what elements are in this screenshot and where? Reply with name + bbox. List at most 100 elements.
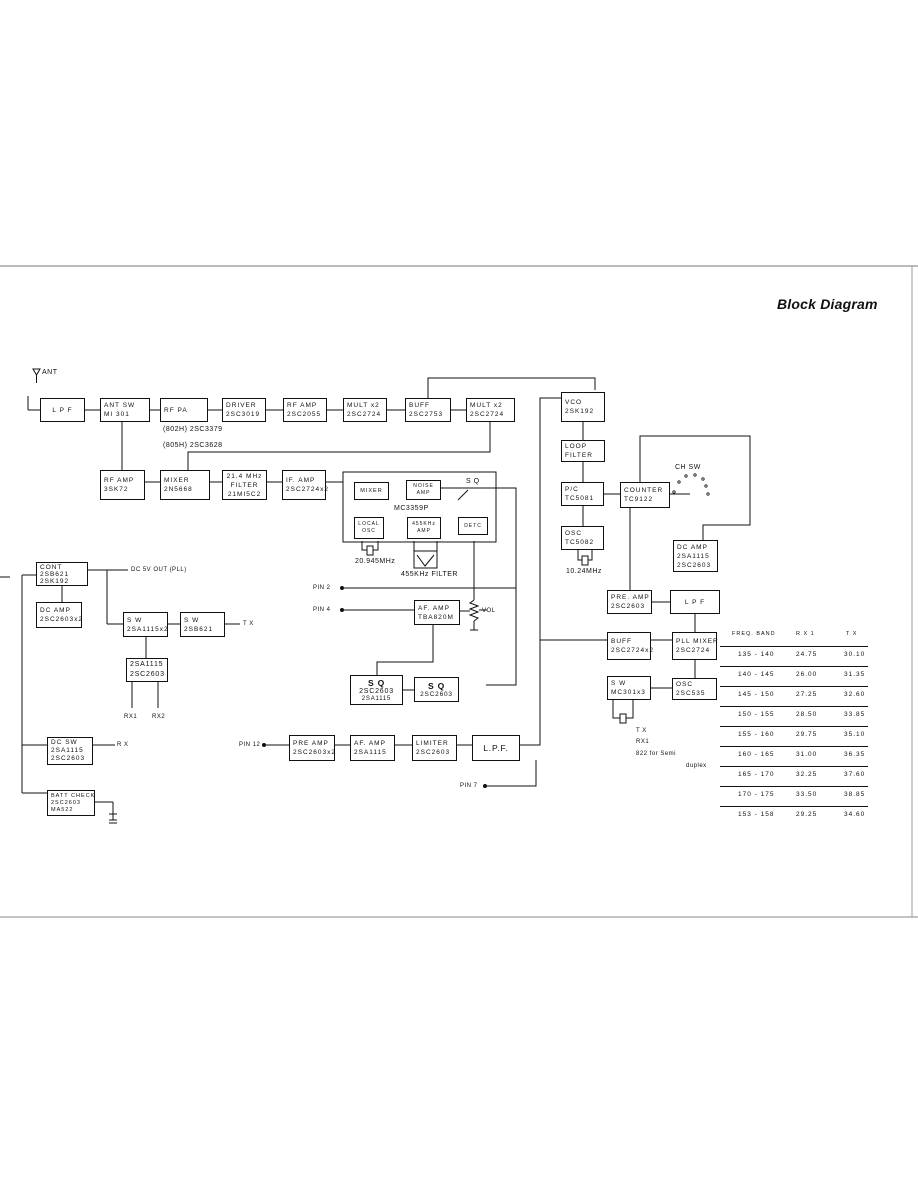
lpf-right-line-1: L P F xyxy=(684,598,706,606)
ic-part-label: MC3359P xyxy=(394,505,429,512)
table-cell-rx: 31.00 xyxy=(796,751,818,758)
if-amp-line-2: 2SC2724x2 xyxy=(286,486,329,493)
cont-line-2: 2SB621 xyxy=(40,570,70,578)
table-cell-tx: 38.85 xyxy=(844,791,866,798)
dc-amp-left-line-2: 2SC2603x2 xyxy=(40,616,83,623)
rx-note-label: RX1 xyxy=(636,739,650,745)
table-cell-tx: 34.60 xyxy=(844,811,866,818)
sw-right-line-1: S W xyxy=(611,680,627,687)
sq-label-top: S Q xyxy=(466,478,480,485)
buff-right-block: BUFF 2SC2724x2 xyxy=(607,632,654,660)
semi-duplex-label-1: 822 for Semi xyxy=(636,751,677,757)
mult1-line-1: MULT x2 xyxy=(347,402,380,409)
ic-mixer-block: MIXER xyxy=(354,482,389,500)
table-cell-tx: 31.35 xyxy=(844,671,866,678)
pin4-label: PIN 4 xyxy=(313,607,331,613)
sa-pair-line-1: 2SA1115 xyxy=(130,661,164,668)
mult1-block: MULT x2 2SC2724 xyxy=(343,398,387,422)
lpf-ant-block: L P F xyxy=(40,398,85,422)
local-osc-line-2: OSC xyxy=(362,528,376,534)
xtal-20945-label: 20.945MHz xyxy=(355,558,396,565)
loop-filter-line-2: FILTER xyxy=(565,452,593,459)
ant-sw-line-1: ANT SW xyxy=(104,402,136,409)
sw2-line-2: 2SB621 xyxy=(184,625,214,633)
table-row: 170 - 175 33.50 38.85 xyxy=(720,787,870,807)
tx-note-label: T X xyxy=(636,728,647,734)
noise-amp-line-1: NOISE xyxy=(413,483,434,489)
ic-mixer-line-1: MIXER xyxy=(360,487,383,494)
dc-amp-right-line-1: DC AMP xyxy=(677,543,708,551)
sa-pair-line-2: 2SC2603 xyxy=(130,671,165,678)
rx2-label: RX2 xyxy=(152,714,166,720)
pre-amp-right-line-2: 2SC2603 xyxy=(611,603,646,610)
dc5v-out-label: DC 5V OUT (PLL) xyxy=(131,567,187,573)
mult2-line-2: 2SC2724 xyxy=(470,411,505,418)
header-rx1: R X 1 xyxy=(796,631,815,637)
khz-amp-line-1: 455KHz xyxy=(412,521,436,527)
osc-right-line-2: 2SC535 xyxy=(676,690,706,697)
lpf-right-block: L P F xyxy=(670,590,720,614)
table-cell-tx: 30.10 xyxy=(844,651,866,658)
driver-line-1: DRIVER xyxy=(226,402,257,409)
semi-duplex-label-2: duplex xyxy=(686,763,707,769)
table-cell-rx: 32.25 xyxy=(796,771,818,778)
detc-block: DETC xyxy=(458,517,488,535)
table-row: 145 - 150 27.25 32.60 xyxy=(720,687,870,707)
local-osc-line-1: LOCAL xyxy=(358,521,380,527)
mult2-block: MULT x2 2SC2724 xyxy=(466,398,515,422)
dc-amp-right-line-3: 2SC2603 xyxy=(677,561,712,569)
buff-right-line-1: BUFF xyxy=(611,638,632,645)
pre-amp-bottom-line-2: 2SC2603x2 xyxy=(293,749,336,756)
header-tx: T X xyxy=(846,631,858,637)
sw1-line-1: S W xyxy=(127,616,143,624)
mult2-line-1: MULT x2 xyxy=(470,402,503,409)
dc-sw-line-1: DC SW xyxy=(51,739,78,746)
sw-right-line-2: MC301x3 xyxy=(611,689,646,696)
rf-amp-tx-line-1: RF AMP xyxy=(287,402,318,409)
rf-pa-block: RF PA xyxy=(160,398,208,422)
pll-mixer-line-2: 2SC2724 xyxy=(676,647,711,654)
dc-amp-left-line-1: DC AMP xyxy=(40,607,71,614)
table-cell-rx: 27.25 xyxy=(796,691,818,698)
table-cell-tx: 37.60 xyxy=(844,771,866,778)
buff1-line-2: 2SC2753 xyxy=(409,411,444,418)
pll-mixer-line-1: PLL MIXER xyxy=(676,638,719,645)
buff-right-line-2: 2SC2724x2 xyxy=(611,647,654,654)
pll-mixer-block: PLL MIXER 2SC2724 xyxy=(672,632,719,660)
loop-filter-line-1: LOOP xyxy=(565,443,588,450)
table-cell-tx: 36.35 xyxy=(844,751,866,758)
rx1-label: RX1 xyxy=(124,714,138,720)
table-header-row: FREQ. BAND R X 1 T X xyxy=(720,627,870,647)
driver-line-2: 2SC3019 xyxy=(226,411,261,418)
rx-output-label: R X xyxy=(117,742,129,748)
mult1-line-2: 2SC2724 xyxy=(347,411,382,418)
limiter-line-2: 2SC2603 xyxy=(416,749,451,756)
table-row: 140 - 145 26.00 31.35 xyxy=(720,667,870,687)
filter-214-line-3: 21MI5C2 xyxy=(227,490,262,498)
cont-line-1: CONT xyxy=(40,563,63,571)
sw2-line-1: S W xyxy=(184,616,200,624)
page-title: Block Diagram xyxy=(777,296,878,312)
table-cell-band: 145 - 150 xyxy=(738,691,775,698)
lpf-ant-line-1: L P F xyxy=(52,406,73,414)
table-cell-band: 170 - 175 xyxy=(738,791,775,798)
